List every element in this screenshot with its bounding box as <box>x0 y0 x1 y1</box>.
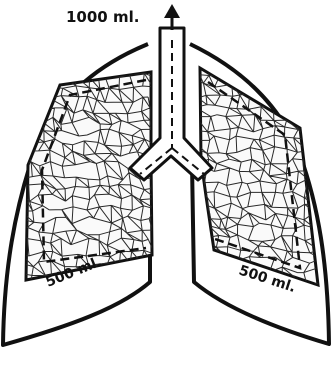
outflow-arrow <box>164 4 180 18</box>
total-volume-label: 1000 ml. <box>66 8 139 26</box>
left-lung <box>16 62 156 289</box>
